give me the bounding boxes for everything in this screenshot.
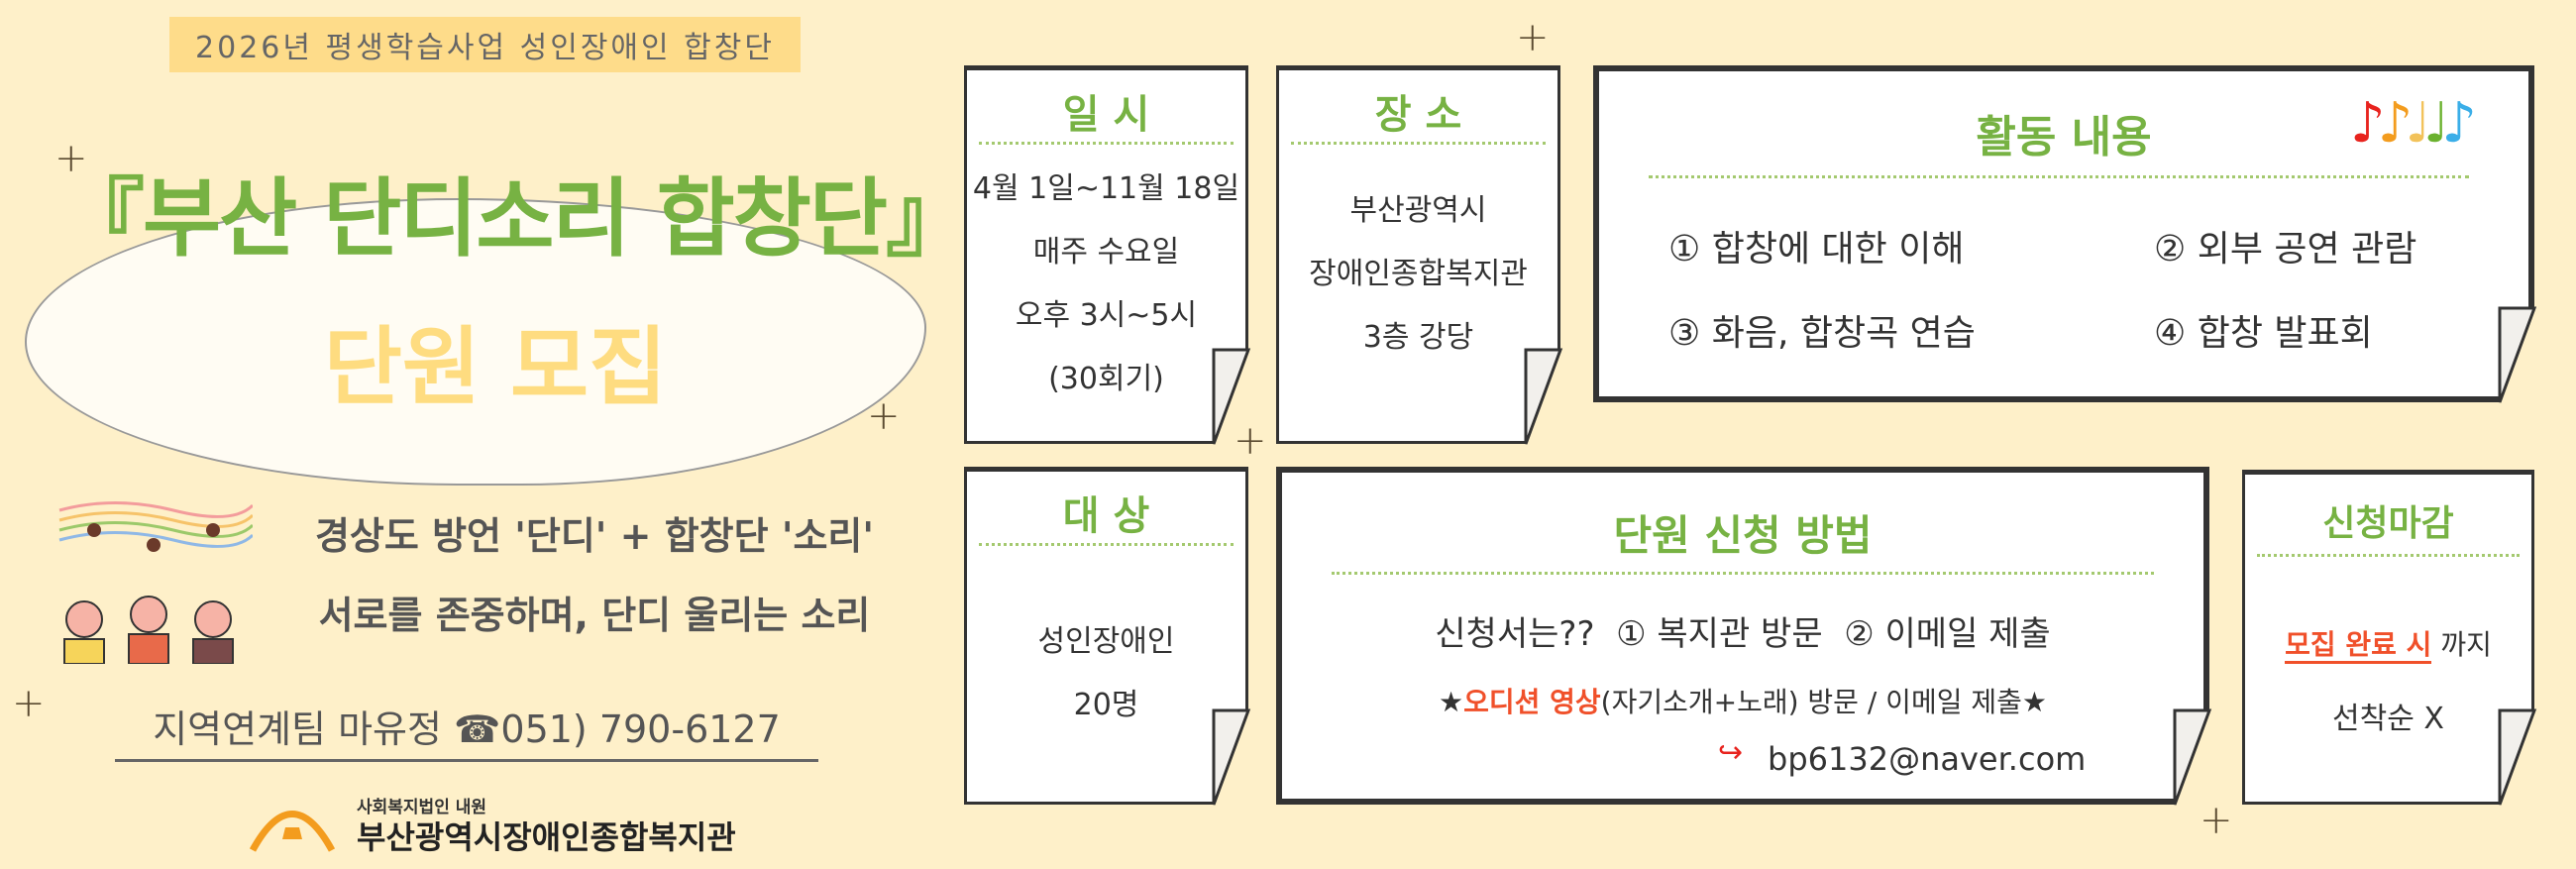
activity-item: ④ 합창 발표회 (2154, 313, 2373, 354)
audition-highlight: 오디션 영상 (1463, 686, 1601, 718)
activities-card: 활동 내용 ♪♪♩♩♪ ① 합창에 대한 이해 ② 외부 공연 관람 ③ 화음,… (1593, 65, 2534, 402)
deadline-note: 선착순 X (2332, 702, 2444, 736)
divider (1649, 175, 2469, 178)
divider (1332, 572, 2154, 575)
program-banner: 2026년 평생학습사업 성인장애인 합창단 (169, 17, 801, 72)
apply-heading: 단원 신청 방법 (1613, 511, 1873, 560)
deadline-highlight: 모집 완료 시 (2285, 628, 2431, 664)
audition-note: ★오디션 영상(자기소개+노래) 방문 / 이메일 제출★ (1282, 681, 2203, 720)
logo-name: 부산광역시장애인종합복지관 (357, 818, 736, 856)
schedule-dates: 4월 1일~11월 18일 (972, 171, 1240, 206)
target-card: 대 상 성인장애인 20명 (964, 467, 1248, 805)
place-card: 장 소 부산광역시 장애인종합복지관 3층 강당 (1276, 65, 1560, 444)
sparkle-icon: + (54, 136, 88, 181)
divider (1291, 142, 1546, 145)
contact-phone: 지역연계팀 마유정 ☎051) 790-6127 (115, 699, 818, 762)
schedule-sessions: (30회기) (1048, 362, 1164, 396)
star-icon: ★ (1438, 686, 1464, 718)
schedule-heading: 일 시 (1062, 92, 1150, 138)
welfare-center-logo-icon (249, 811, 336, 852)
place-city: 부산광역시 (1349, 193, 1487, 228)
deadline-text: 모집 완료 시 까지 (2245, 623, 2531, 663)
star-icon: ★ (2021, 686, 2047, 718)
divider (979, 142, 1234, 145)
schedule-day: 매주 수요일 (1032, 235, 1180, 270)
email-link[interactable]: bp6132@naver.com (1768, 740, 2087, 778)
target-heading: 대 상 (1062, 493, 1150, 539)
target-count: 20명 (1073, 688, 1139, 722)
activity-item: ② 외부 공연 관람 (2154, 229, 2417, 270)
page-title: 『부산 단디소리 합창단』 (59, 169, 971, 269)
sparkle-icon: + (12, 681, 46, 726)
activity-item: ③ 화음, 합창곡 연습 (1668, 313, 1976, 354)
apply-methods: 신청서는?? ① 복지관 방문 ② 이메일 제출 (1435, 614, 2051, 654)
place-room: 3층 강당 (1362, 320, 1474, 355)
title-bubble (25, 198, 926, 486)
activities-heading: 활동 내용 (1976, 112, 2152, 163)
music-notes-icon: ♪♪♩♩♪ (2349, 91, 2469, 156)
slogan-line-2: 서로를 존중하며, 단디 울리는 소리 (318, 594, 871, 637)
choir-singers-icon (58, 501, 253, 664)
logo-foundation: 사회복지법인 내원 (357, 798, 487, 817)
apply-card: 단원 신청 방법 신청서는?? ① 복지관 방문 ② 이메일 제출 ★오디션 영… (1276, 467, 2209, 805)
sparkle-icon: + (1516, 15, 1550, 60)
place-heading: 장 소 (1374, 92, 1462, 138)
divider (2257, 554, 2520, 557)
divider (979, 543, 1234, 546)
place-building: 장애인종합복지관 (1309, 257, 1528, 291)
audition-details: (자기소개+노래) 방문 / 이메일 제출 (1600, 686, 2022, 718)
slogan-line-1: 경상도 방언 '단디' + 합창단 '소리' (314, 514, 875, 558)
arrow-icon: ↪ (1718, 735, 1744, 770)
deadline-suffix: 까지 (2431, 628, 2492, 661)
deadline-heading: 신청마감 (2322, 503, 2454, 544)
sparkle-icon: + (1234, 418, 1267, 464)
sparkle-icon: + (867, 393, 901, 439)
schedule-card: 일 시 4월 1일~11월 18일 매주 수요일 오후 3시~5시 (30회기) (964, 65, 1248, 444)
deadline-card: 신청마감 모집 완료 시 까지 선착순 X (2242, 470, 2534, 805)
schedule-time: 오후 3시~5시 (1015, 298, 1198, 333)
sparkle-icon: + (2200, 798, 2233, 843)
activity-item: ① 합창에 대한 이해 (1668, 229, 1965, 270)
page-subtitle: 단원 모집 (323, 318, 668, 417)
target-group: 성인장애인 (1037, 624, 1175, 659)
